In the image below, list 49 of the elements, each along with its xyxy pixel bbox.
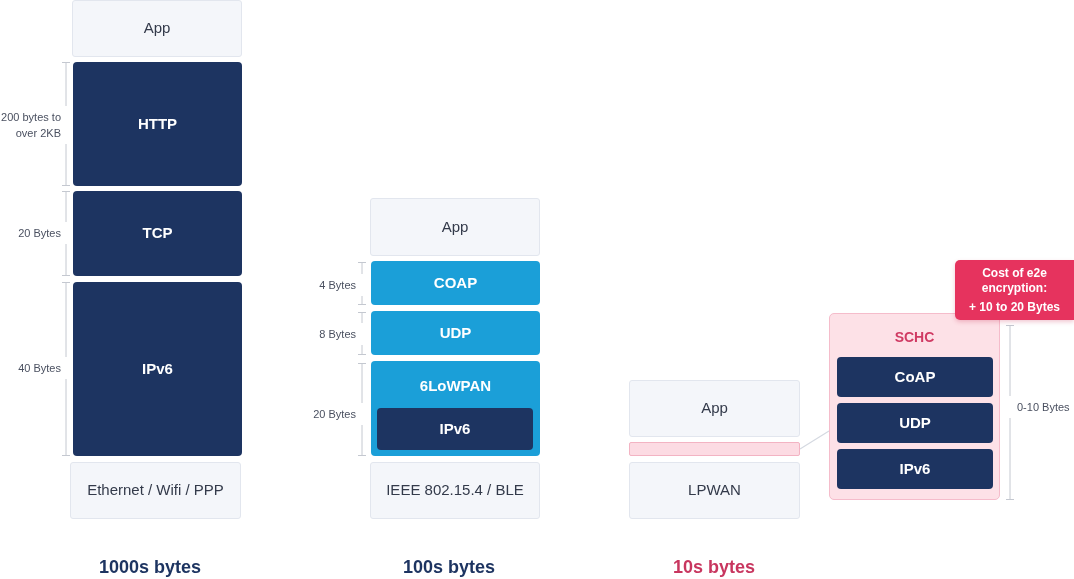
- protocol-box: [371, 261, 540, 305]
- layer-label: 6LoWPAN: [419, 376, 492, 396]
- layer-box: [72, 0, 242, 57]
- layer-label: IPv6: [899, 458, 931, 479]
- callout-text: Cost of e2e encryption:: [980, 265, 1049, 296]
- layer-label: IEEE 802.15.4 / BLE: [386, 480, 524, 501]
- column-caption: 100s bytes: [401, 556, 497, 579]
- dimension-label: 20 Bytes: [312, 407, 356, 422]
- group-heading: SCHC: [894, 328, 935, 347]
- dimension-label: 0-10 Bytes: [1017, 400, 1071, 415]
- protocol-box: [377, 408, 533, 450]
- column-caption: 1000s bytes: [97, 556, 203, 579]
- protocol-box: [837, 403, 993, 443]
- protocol-box: [371, 311, 540, 355]
- layer-box: [70, 462, 241, 519]
- leader-line: [799, 430, 830, 450]
- layer-label: IPv6: [142, 358, 173, 379]
- dimension-label: 200 bytes to over 2KB: [0, 110, 61, 141]
- callout-text: + 10 to 20 Bytes: [968, 299, 1061, 315]
- dimension-label: 20 Bytes: [17, 226, 61, 241]
- layer-box: [370, 462, 540, 519]
- layer-box: [629, 462, 800, 519]
- layer-label: UDP: [439, 322, 472, 343]
- column-caption: 10s bytes: [671, 556, 757, 579]
- layer-label: App: [143, 18, 171, 39]
- protocol-box: [837, 357, 993, 397]
- layer-label: UDP: [899, 412, 931, 433]
- adaptation-layer-box: [371, 361, 540, 456]
- layer-label: CoAP: [894, 366, 936, 387]
- layer-label: HTTP: [137, 113, 178, 134]
- layer-label: COAP: [433, 272, 478, 293]
- header-bar: [629, 442, 800, 456]
- protocol-box: [73, 191, 242, 276]
- layer-box: [629, 380, 800, 437]
- dimension-label: 4 Bytes: [318, 278, 356, 293]
- layer-label: Ethernet / Wifi / PPP: [87, 480, 224, 501]
- compression-group-box: [829, 313, 1000, 500]
- protocol-box: [837, 449, 993, 489]
- layer-label: App: [441, 216, 469, 237]
- dimension-label: 8 Bytes: [318, 327, 356, 342]
- callout-badge: [955, 260, 1074, 320]
- layer-box: [370, 198, 540, 256]
- layer-label: LPWAN: [688, 480, 741, 501]
- protocol-box: [73, 282, 242, 456]
- protocol-box: [73, 62, 242, 186]
- layer-label: TCP: [142, 223, 173, 244]
- layer-label: App: [701, 398, 728, 419]
- layer-label: IPv6: [439, 418, 471, 439]
- dimension-label: 40 Bytes: [17, 361, 61, 376]
